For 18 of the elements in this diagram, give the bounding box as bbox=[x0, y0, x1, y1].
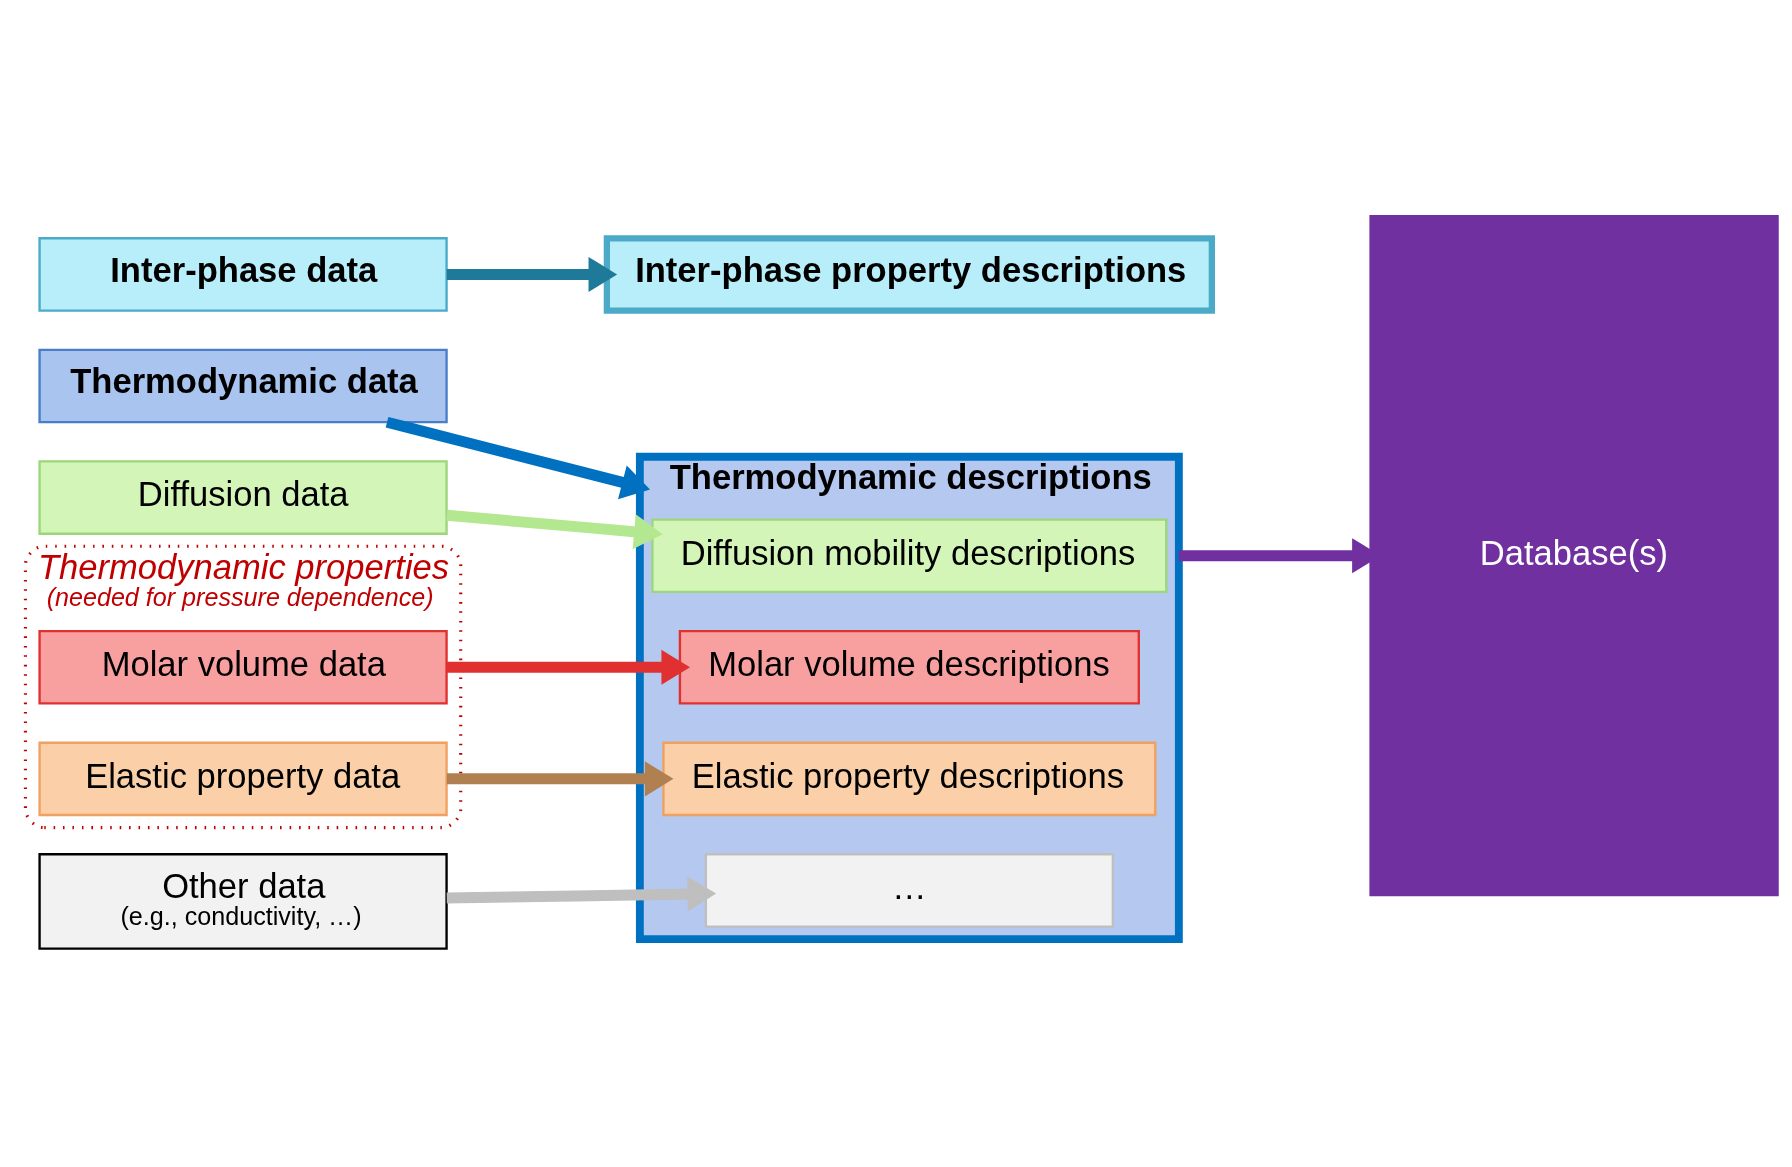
node-box: Thermodynamic data bbox=[38, 348, 448, 423]
node-box: Elastic property data bbox=[38, 741, 448, 816]
node-box: Molar volume data bbox=[38, 629, 448, 705]
node-box: Molar volume descriptions bbox=[678, 629, 1140, 705]
arrow bbox=[446, 649, 691, 685]
arrow bbox=[446, 876, 717, 912]
node-box: Diffusion mobility descriptions bbox=[651, 517, 1168, 593]
node-box: Inter-phase data bbox=[38, 236, 448, 312]
arrow bbox=[446, 256, 618, 292]
arrow bbox=[446, 760, 674, 796]
node-box: … bbox=[704, 852, 1115, 928]
node-box: Database(s) bbox=[1369, 214, 1779, 896]
arrow bbox=[446, 509, 663, 549]
node-box: Other data (e.g., conductivity, …) bbox=[38, 852, 448, 950]
node-box: Elastic property descriptions bbox=[662, 741, 1157, 816]
node-box: Inter-phase property descriptions bbox=[603, 234, 1215, 314]
node-box: Diffusion data bbox=[38, 459, 448, 535]
arrow bbox=[385, 416, 651, 499]
